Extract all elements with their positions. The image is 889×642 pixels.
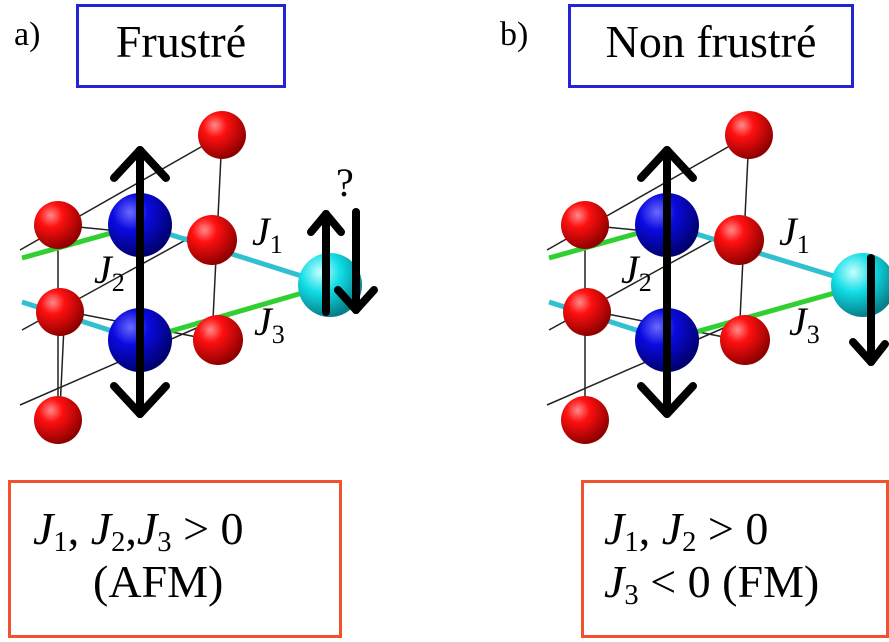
- j1-bond: [139, 222, 331, 288]
- coupling-index: 1: [53, 527, 68, 559]
- condition-text: > 0: [171, 503, 244, 554]
- frustrated-spin-down-arrow: [334, 208, 378, 314]
- panel-a-title: Frustré: [115, 16, 247, 67]
- oxygen-atom: [36, 288, 84, 336]
- coupling-index: 3: [624, 580, 639, 612]
- panel-b-condition-line: J1, J2 > 0: [604, 503, 886, 559]
- oxygen-atom: [561, 396, 609, 444]
- panel-a-title-box: Frustré: [76, 4, 286, 88]
- coupling-symbol: J: [604, 556, 625, 608]
- condition-text: > 0: [696, 503, 769, 554]
- coupling-index: 3: [157, 527, 172, 559]
- panel-b: b) Non frustré: [500, 0, 889, 642]
- spin-down-arrow: [637, 266, 697, 418]
- j2-label: J2: [94, 247, 125, 297]
- panel-a-condition-box: J1, J2,J3 > 0 (AFM): [8, 480, 342, 638]
- condition-text: ,: [125, 503, 137, 554]
- panel-a-condition-line: J1, J2,J3 > 0: [33, 503, 339, 559]
- condition-text: ,: [638, 503, 662, 554]
- oxygen-atom: [563, 288, 611, 336]
- oxygen-atom: [187, 215, 237, 265]
- oxygen-atom: [725, 111, 773, 159]
- panel-b-lattice: J1 J2 J3: [546, 111, 889, 444]
- frustrated-spin-up-arrow: [307, 210, 345, 316]
- panel-a: a) Frustré: [0, 0, 440, 642]
- oxygen-atom: [198, 111, 246, 159]
- j3-bond: [666, 282, 864, 343]
- coupling-symbol: J: [33, 503, 54, 554]
- j1-bond: [666, 222, 864, 288]
- panel-b-title: Non frustré: [605, 16, 817, 67]
- oxygen-atom: [34, 201, 82, 249]
- panel-a-letter: a): [14, 16, 41, 53]
- j3-label: J3: [789, 299, 820, 349]
- oxygen-atom: [561, 201, 609, 249]
- condition-text: < 0 (FM): [638, 556, 820, 608]
- coupling-index: 2: [111, 527, 126, 559]
- condition-text: (AFM): [93, 556, 224, 608]
- coupling-index: 2: [682, 527, 697, 559]
- coupling-symbol: J: [604, 503, 625, 554]
- j1-label: J1: [779, 209, 810, 259]
- probe-atom: [831, 253, 889, 317]
- panel-b-condition-line: J3 < 0 (FM): [604, 556, 886, 612]
- oxygen-atom: [34, 396, 82, 444]
- panel-a-condition-line: (AFM): [33, 556, 339, 608]
- panel-a-lattice: ? J1 J2 J3: [19, 111, 378, 444]
- panel-b-condition-box: J1, J2 > 0 J3 < 0 (FM): [581, 480, 889, 638]
- oxygen-atom: [720, 315, 770, 365]
- probe-spin-down-arrow: [849, 254, 889, 366]
- coupling-symbol: J: [661, 503, 683, 554]
- j3-label: J3: [254, 299, 285, 349]
- panel-b-letter: b): [500, 16, 529, 53]
- coupling-index: 1: [624, 527, 639, 559]
- oxygen-atom: [714, 215, 764, 265]
- condition-text: ,: [67, 503, 91, 554]
- spin-down-arrow: [110, 266, 170, 418]
- j1-label: J1: [252, 209, 283, 259]
- j3-bond: [139, 282, 331, 343]
- j2-label: J2: [621, 247, 652, 297]
- question-mark: ?: [336, 160, 354, 205]
- coupling-symbol: J: [136, 503, 158, 554]
- panel-b-title-box: Non frustré: [568, 4, 854, 88]
- coupling-symbol: J: [90, 503, 112, 554]
- oxygen-atom: [193, 315, 243, 365]
